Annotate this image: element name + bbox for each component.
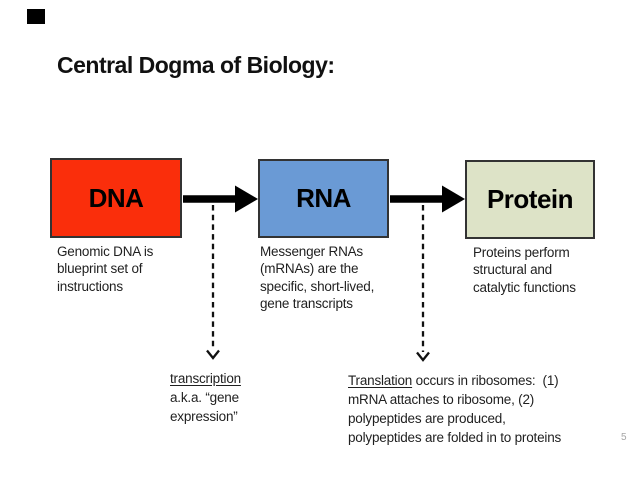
translation-note-heading: Translation occurs in ribosomes: (1): [348, 371, 561, 390]
dna-box-label: DNA: [88, 182, 144, 213]
transcription-dashed-arrow-icon: [206, 205, 220, 360]
rna-description-line: specific, short-lived,: [260, 278, 375, 294]
transcription-note: transcription a.k.a. “gene expression”: [170, 369, 241, 426]
translation-note-line: polypeptides are folded in to proteins: [348, 430, 562, 445]
page-number: 5: [621, 432, 627, 443]
protein-description-line: Proteins perform: [473, 245, 570, 260]
dna-to-rna-arrow-icon: [183, 185, 258, 213]
translation-note-line: polypeptides are produced,: [348, 411, 506, 426]
protein-description-line: structural and: [473, 262, 552, 278]
translation-note: Translation occurs in ribosomes: (1) mRN…: [348, 371, 561, 447]
transcription-note-heading: transcription: [170, 369, 241, 388]
rna-to-protein-arrow-icon: [390, 185, 465, 213]
rna-description-line: Messenger RNAs: [260, 244, 363, 259]
translation-keyword: Translation: [348, 373, 413, 388]
transcription-keyword: transcription: [170, 371, 241, 386]
rna-description: Messenger RNAs (mRNAs) are the specific,…: [260, 243, 374, 312]
protein-box-label: Protein: [486, 184, 574, 214]
rna-box-label: RNA: [296, 183, 351, 213]
protein-description-line: catalytic functions: [473, 279, 576, 295]
transcription-note-line: a.k.a. “gene: [170, 390, 239, 405]
cursor-marker: [27, 9, 45, 24]
rna-description-line: (mRNAs) are the: [260, 261, 359, 277]
dna-description-line: blueprint set of: [57, 261, 143, 277]
slide-title: Central Dogma of Biology:: [57, 52, 335, 78]
translation-dashed-arrow-icon: [416, 205, 430, 362]
rna-description-line: gene transcripts: [260, 295, 353, 311]
translation-heading-rest: occurs in ribosomes: (1): [412, 373, 559, 388]
dna-description-line: Genomic DNA is: [57, 244, 154, 259]
protein-box: Protein: [465, 160, 595, 239]
protein-description: Proteins perform structural and catalyti…: [473, 244, 576, 296]
dna-description-line: instructions: [57, 278, 123, 294]
translation-note-line: mRNA attaches to ribosome, (2): [348, 392, 535, 407]
dna-description: Genomic DNA is blueprint set of instruct…: [57, 243, 153, 295]
transcription-note-line: expression”: [170, 409, 238, 424]
dna-box: DNA: [50, 158, 182, 238]
rna-box: RNA: [258, 159, 389, 238]
